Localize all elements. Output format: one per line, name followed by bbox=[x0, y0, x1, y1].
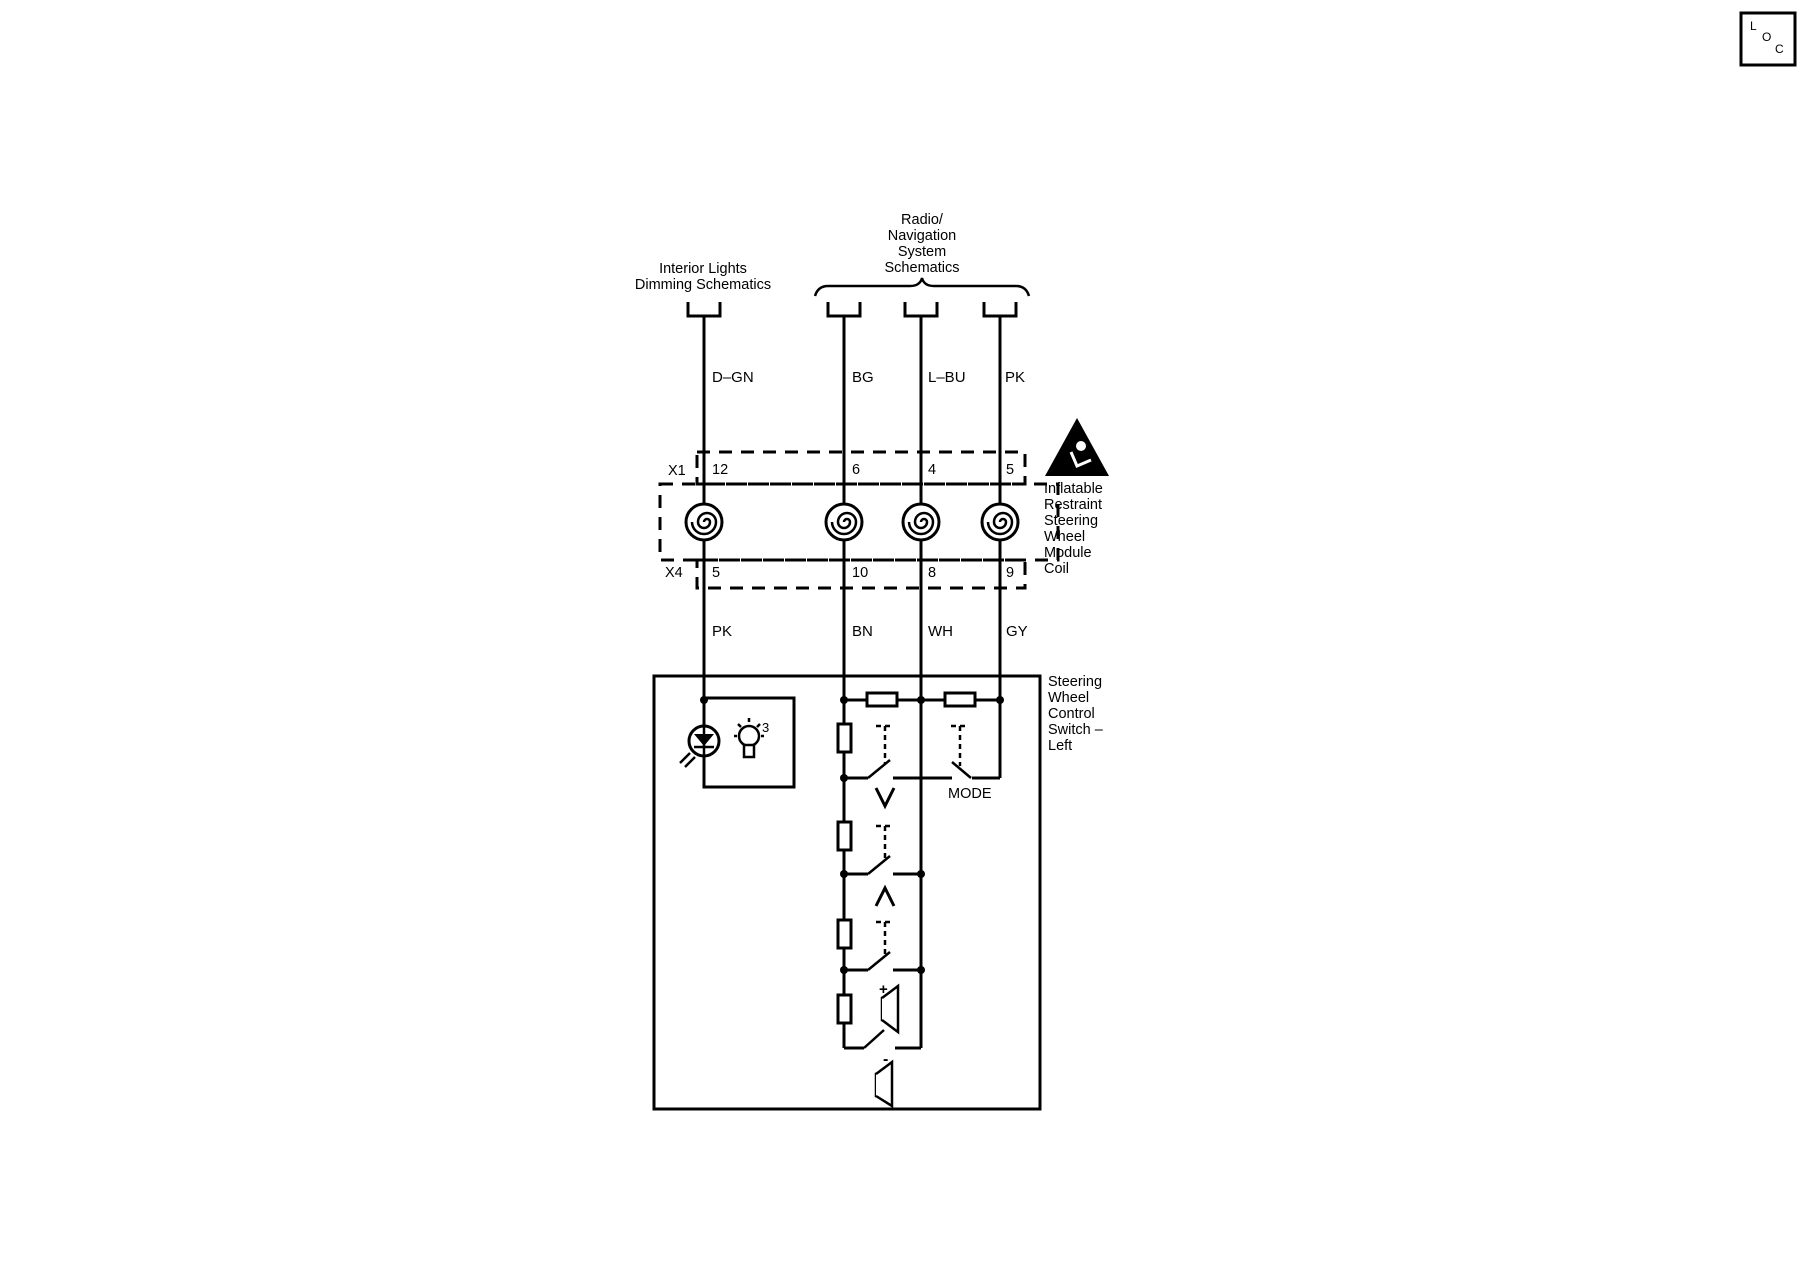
svg-text:Steering: Steering bbox=[1044, 513, 1098, 529]
wire-label-pk-top: PK bbox=[1005, 369, 1025, 386]
volume-up-switch bbox=[844, 824, 925, 878]
svg-text:Steering: Steering bbox=[1048, 674, 1102, 690]
steering-wheel-control-switch-label: Steering Wheel Control Switch – Left bbox=[1048, 674, 1104, 754]
bulb-number: 3 bbox=[762, 720, 769, 735]
svg-text:System: System bbox=[898, 244, 946, 260]
wire-label-l-bu: L–BU bbox=[928, 369, 966, 386]
led-diode-icon bbox=[679, 724, 721, 768]
svg-text:Interior Lights: Interior Lights bbox=[659, 261, 747, 277]
speaker-minus-label: - bbox=[883, 1051, 888, 1068]
connector-x1-label: X1 bbox=[668, 463, 686, 479]
radio-bracket bbox=[813, 277, 1031, 297]
svg-text:Radio/: Radio/ bbox=[901, 212, 944, 228]
mode-switch bbox=[921, 700, 1002, 780]
wire-label-bg: BG bbox=[852, 369, 874, 386]
pin-x4-10: 10 bbox=[852, 565, 868, 581]
wires bbox=[702, 316, 1002, 967]
mute-switch bbox=[863, 1029, 921, 1050]
clockspring-coil-icon bbox=[980, 502, 1020, 542]
radio-navigation-schematics-label: Radio/ Navigation System Schematics bbox=[885, 212, 960, 276]
wire-label-bn: BN bbox=[852, 623, 873, 640]
clockspring-coil-icon bbox=[824, 502, 864, 542]
loc-letter-c: C bbox=[1775, 42, 1784, 56]
mode-label: MODE bbox=[948, 786, 992, 802]
wire-label-d-gn: D–GN bbox=[712, 369, 754, 386]
svg-text:Inflatable: Inflatable bbox=[1044, 481, 1103, 497]
svg-text:Control: Control bbox=[1048, 706, 1095, 722]
svg-text:Navigation: Navigation bbox=[888, 228, 957, 244]
pin-x1-12: 12 bbox=[712, 462, 728, 478]
loc-letter-l: L bbox=[1750, 19, 1757, 33]
loc-badge: L O C bbox=[1739, 11, 1797, 67]
coil-module-outline bbox=[658, 450, 1060, 590]
coil-module-label: Inflatable Restraint Steering Wheel Modu… bbox=[1044, 481, 1103, 577]
clockspring-coil-icon bbox=[684, 502, 724, 542]
wire-label-wh: WH bbox=[928, 623, 953, 640]
steering-wheel-control-switch-box bbox=[652, 674, 1042, 1111]
volume-down-switch bbox=[844, 724, 921, 780]
chevron-up-icon bbox=[874, 884, 896, 907]
svg-text:Coil: Coil bbox=[1044, 561, 1069, 577]
wire-label-pk-bottom: PK bbox=[712, 623, 732, 640]
svg-text:Switch –: Switch – bbox=[1048, 722, 1104, 738]
svg-text:Restraint: Restraint bbox=[1044, 497, 1102, 513]
clockspring-coil-icon bbox=[901, 502, 941, 542]
chevron-down-icon bbox=[874, 787, 896, 810]
speaker-icon bbox=[880, 983, 900, 1035]
dimming-schematics-label: Interior Lights Dimming Schematics bbox=[635, 261, 771, 293]
svg-text:Dimming Schematics: Dimming Schematics bbox=[635, 277, 771, 293]
pin-x1-6: 6 bbox=[852, 462, 860, 478]
svg-text:Wheel: Wheel bbox=[1044, 529, 1085, 545]
connector-symbols bbox=[686, 302, 1018, 318]
pin-x4-9: 9 bbox=[1006, 565, 1014, 581]
speaker-icon bbox=[874, 1059, 894, 1109]
speaker-plus-label: + bbox=[879, 981, 888, 998]
pin-x4-8: 8 bbox=[928, 565, 936, 581]
wire-label-gy: GY bbox=[1006, 623, 1028, 640]
lamp-bulb-icon bbox=[734, 718, 764, 759]
svg-text:Module: Module bbox=[1044, 545, 1092, 561]
svg-text:Schematics: Schematics bbox=[885, 260, 960, 276]
pin-x1-5: 5 bbox=[1006, 462, 1014, 478]
airbag-warning-triangle-icon bbox=[1045, 418, 1109, 476]
pin-x4-5: 5 bbox=[712, 565, 720, 581]
seek-switch bbox=[844, 920, 925, 1048]
pin-x1-4: 4 bbox=[928, 462, 936, 478]
connector-x4-label: X4 bbox=[665, 565, 683, 581]
loc-letter-o: O bbox=[1762, 30, 1771, 44]
svg-text:Left: Left bbox=[1048, 738, 1072, 754]
svg-text:Wheel: Wheel bbox=[1048, 690, 1089, 706]
